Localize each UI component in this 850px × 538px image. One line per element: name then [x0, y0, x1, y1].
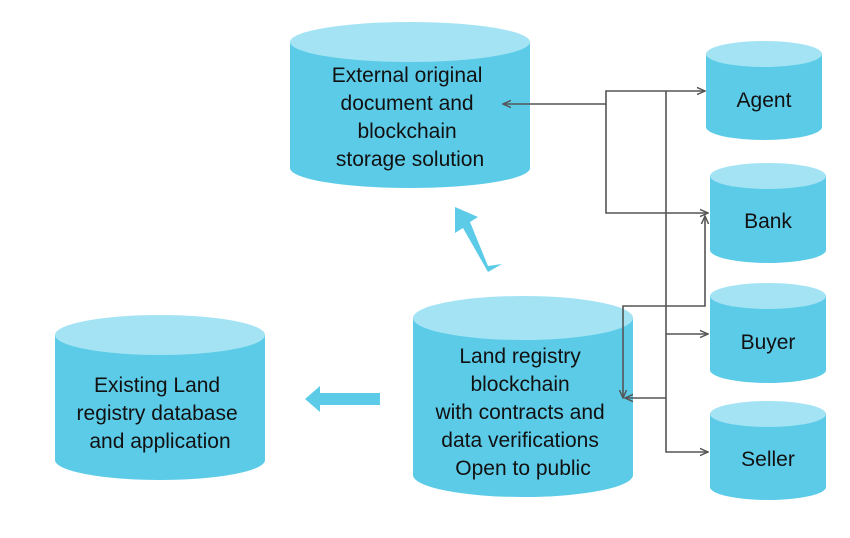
connectors	[503, 91, 708, 452]
connector-agent-trunk	[665, 91, 708, 452]
connector-storage-agent	[503, 91, 705, 104]
seller-cylinder: Seller	[710, 401, 826, 500]
buyer-label: Buyer	[741, 331, 796, 354]
existing-registry-label: Existing Land registry database and appl…	[77, 374, 244, 453]
bank-label: Bank	[744, 210, 792, 233]
buyer-cylinder: Buyer	[710, 283, 826, 383]
arrow-to-external-storage	[455, 207, 502, 272]
land-registry-blockchain-cylinder: Land registry blockchain with contracts …	[413, 296, 633, 497]
seller-label-line: Seller	[741, 448, 795, 471]
external-storage-label-line: storage solution	[336, 148, 484, 171]
land-registry-blockchain-label: Land registry blockchain with contracts …	[434, 345, 610, 480]
existing-registry-label-line: registry database	[77, 402, 238, 425]
agent-label: Agent	[737, 89, 792, 112]
agent-cylinder: Agent	[706, 41, 822, 140]
external-storage-label-line: document and	[341, 92, 474, 115]
land-registry-label-line: Land registry	[459, 345, 581, 368]
external-storage-cylinder: External original document and blockchai…	[290, 22, 530, 188]
bank-label-line: Bank	[744, 210, 792, 233]
connector-storage-bank	[605, 104, 708, 213]
existing-registry-label-line: and application	[89, 430, 230, 453]
seller-label: Seller	[741, 448, 795, 471]
land-registry-label-line: blockchain	[470, 373, 569, 396]
external-storage-label-line: External original	[332, 64, 483, 87]
external-storage-label-line: blockchain	[357, 120, 456, 143]
arrow-to-existing-registry	[305, 386, 380, 412]
existing-registry-cylinder: Existing Land registry database and appl…	[55, 315, 265, 480]
existing-registry-label-line: Existing Land	[94, 374, 220, 397]
external-storage-label: External original document and blockchai…	[332, 64, 488, 171]
land-registry-label-line: data verifications	[441, 429, 599, 452]
connector-blockchain-bank	[623, 216, 705, 398]
agent-label-line: Agent	[737, 89, 792, 112]
buyer-label-line: Buyer	[741, 331, 796, 354]
bank-cylinder: Bank	[710, 163, 826, 263]
land-registry-label-line: Open to public	[455, 457, 590, 480]
land-registry-label-line: with contracts and	[434, 401, 604, 424]
